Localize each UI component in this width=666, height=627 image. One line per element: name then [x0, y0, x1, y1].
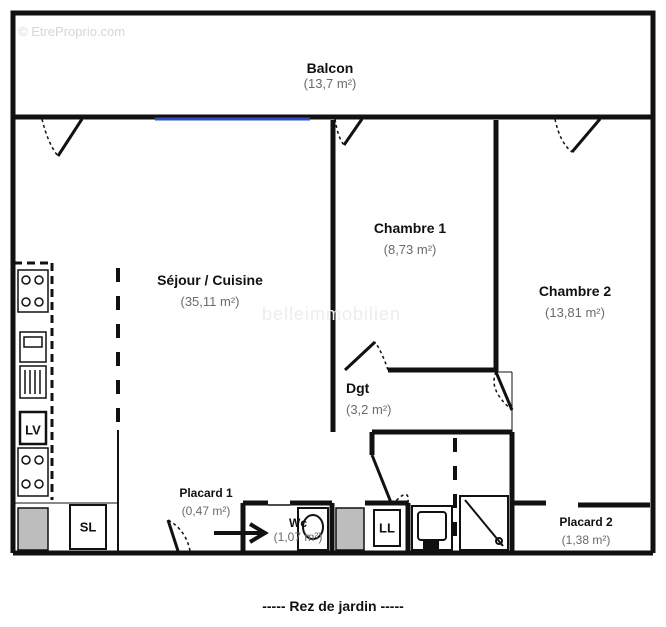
stove: [17, 269, 49, 313]
floor-caption: ----- Rez de jardin -----: [262, 598, 404, 614]
room-placard2: Placard 2 (1,38 m²): [559, 515, 612, 547]
room-area: (8,73 m²): [383, 242, 437, 257]
room-balcon: Balcon (13,7 m²): [304, 60, 357, 91]
sink: [19, 331, 47, 363]
room-wc: Wc (1,07 m²): [274, 516, 323, 544]
room-sejour: Séjour / Cuisine (35,11 m²): [157, 272, 263, 309]
cabinets: [17, 507, 365, 551]
door-bath: [370, 454, 394, 506]
dishwasher: [18, 410, 48, 446]
fixture-sl: SL: [79, 519, 97, 535]
door-placard1: [166, 519, 180, 552]
room-name: Chambre 2: [538, 283, 612, 299]
shower: [459, 495, 509, 551]
cabinet-wc: [335, 507, 365, 551]
sl-box: [69, 504, 107, 550]
kitchen-units: [17, 269, 49, 497]
hob-2: [17, 447, 49, 497]
room-area: (1,07 m²): [273, 530, 323, 544]
center-watermark: belleimmobilien: [262, 304, 402, 324]
ll-box: [373, 509, 401, 547]
room-name: Placard 1: [179, 486, 233, 500]
room-name: Placard 2: [559, 515, 613, 529]
room-placard1: Placard 1 (0,47 m²): [179, 486, 232, 518]
partitions: [116, 268, 457, 550]
door-chambre2: [570, 118, 602, 153]
room-name: Balcon: [306, 60, 354, 76]
door-chambre1: [342, 118, 364, 146]
doors: [41, 118, 602, 552]
room-area: (3,2 m²): [346, 402, 392, 417]
fixture-ll: LL: [379, 520, 395, 536]
door-chambre2-dgt: [494, 371, 514, 411]
cabinet-left: [17, 507, 49, 551]
room-name: Chambre 1: [373, 220, 447, 236]
room-area: (0,47 m²): [181, 504, 231, 518]
watermark: © EtreProprio.com: [18, 24, 126, 39]
room-chambre2: Chambre 2 (13,81 m²): [539, 283, 611, 320]
room-dgt: Dgt (3,2 m²): [346, 380, 392, 417]
bathroom-fixtures: [411, 495, 509, 551]
door-chambre1-dgt: [343, 340, 377, 372]
fixture-lv: LV: [25, 422, 41, 438]
room-area: (13,81 m²): [545, 305, 605, 320]
toilet: [297, 507, 329, 551]
room-area: (13,7 m²): [303, 76, 357, 91]
room-chambre1: Chambre 1 (8,73 m²): [374, 220, 446, 257]
room-area: (1,38 m²): [561, 533, 611, 547]
room-area: (35,11 m²): [180, 294, 240, 309]
basin: [411, 505, 453, 551]
room-name: Wc: [289, 516, 307, 530]
room-name: Dgt: [346, 380, 370, 396]
door-sejour: [56, 118, 84, 157]
room-name: Séjour / Cuisine: [157, 272, 263, 288]
wc-arrow: [214, 522, 269, 544]
